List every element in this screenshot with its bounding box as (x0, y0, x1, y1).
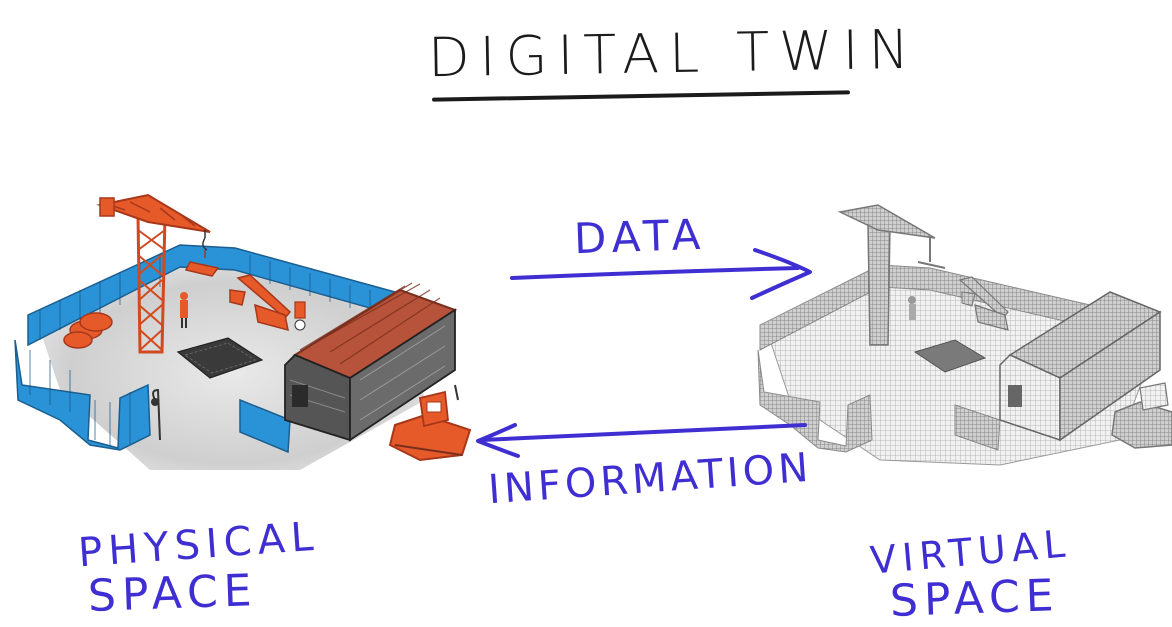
virtual-label-line2: SPACE (889, 570, 1061, 627)
front-right-fence (239, 398, 291, 454)
warehouse-building (284, 282, 458, 442)
physical-site-illustration (14, 193, 472, 470)
foundation-pit (176, 337, 264, 379)
information-arrow (476, 423, 807, 458)
tower-crane (96, 193, 220, 354)
bulldozer (388, 384, 472, 462)
front-left-fence (14, 339, 151, 451)
data-arrow-label: DATA (573, 209, 708, 264)
worker-figure (180, 292, 188, 328)
virtual-site-illustration (757, 204, 1172, 466)
physical-label-line2: SPACE (87, 565, 259, 622)
excavator (229, 274, 306, 332)
data-arrow (510, 248, 812, 300)
logs-pile (63, 312, 113, 349)
